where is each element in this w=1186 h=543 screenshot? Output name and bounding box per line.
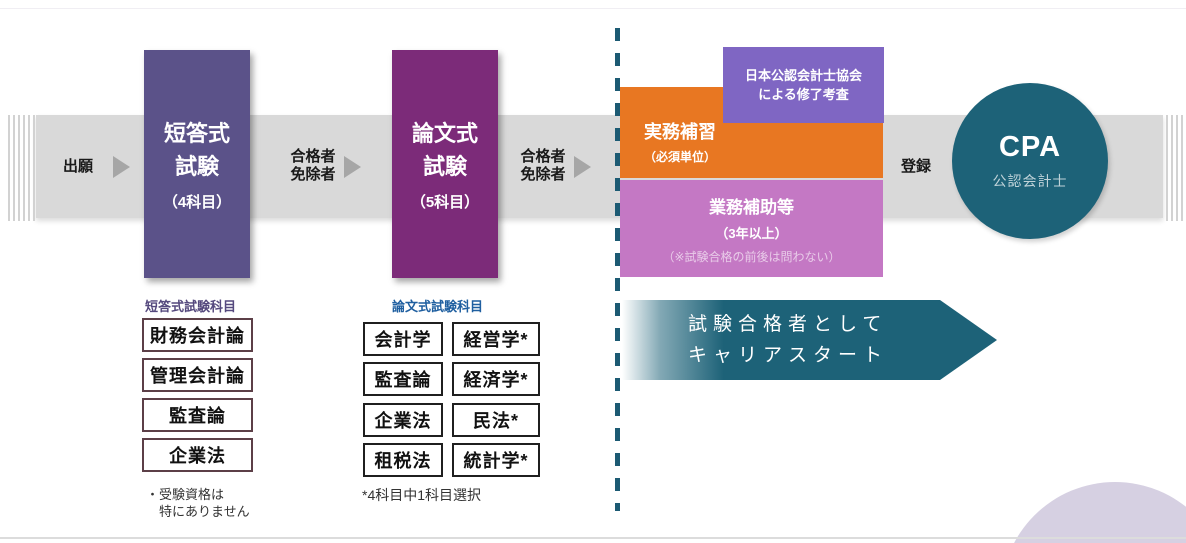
subject-box: 租税法 xyxy=(363,443,443,477)
apply-label: 出願 xyxy=(62,158,93,175)
band-edge-stripe xyxy=(23,115,25,221)
jicpa-review-box: 日本公認会計士協会 による修了考査 xyxy=(723,47,884,123)
pass2-line2: 免除者 xyxy=(520,166,566,183)
subject-box: 統計学* xyxy=(452,443,540,477)
cpa-title: CPA xyxy=(998,131,1062,163)
pass-boundary-dashed-line xyxy=(615,28,620,511)
career-banner-arrow-icon xyxy=(940,300,997,380)
cpa-subtitle: 公認会計士 xyxy=(992,173,1068,189)
subject-box: 監査論 xyxy=(142,398,253,432)
decorative-circle xyxy=(1001,482,1186,543)
subject-box: 企業法 xyxy=(142,438,253,472)
band-edge-stripe xyxy=(18,115,20,221)
band-edge-stripe xyxy=(1181,115,1183,221)
stage-tantou-title-line1: 短答式 xyxy=(163,120,230,146)
pass1-line2: 免除者 xyxy=(290,166,336,183)
jicpa-review-line2: による修了考査 xyxy=(758,87,849,102)
stage-tantou-title-line2: 試験 xyxy=(174,153,219,179)
work-assist-box: 業務補助等 （3年以上） （※試験合格の前後は問わない） xyxy=(620,180,883,277)
bottom-divider xyxy=(0,537,1186,539)
band-edge-stripe xyxy=(1176,115,1178,221)
eligibility-note-line2: 特にありません xyxy=(159,504,250,519)
pass2-label: 合格者 免除者 xyxy=(513,148,573,184)
band-edge-stripe xyxy=(1166,115,1168,221)
band-edge-stripe xyxy=(33,115,35,221)
subject-box: 財務会計論 xyxy=(142,318,253,352)
ronbun-subjects-heading: 論文式試験科目 xyxy=(392,299,484,314)
tantou-subjects-heading: 短答式試験科目 xyxy=(145,299,237,314)
flow-arrow-icon xyxy=(113,156,130,178)
stage-tantou-subtitle: （4科目） xyxy=(162,193,232,211)
elective-note: *4科目中1科目選択 xyxy=(362,487,482,503)
top-divider xyxy=(0,8,1186,9)
work-assist-note: （※試験合格の前後は問わない） xyxy=(662,249,841,264)
career-banner-line2: キャリアスタート xyxy=(688,345,889,366)
subject-box: 経済学* xyxy=(452,362,540,396)
band-edge-stripe xyxy=(1171,115,1173,221)
pass1-label: 合格者 免除者 xyxy=(283,148,343,184)
band-edge-stripe xyxy=(8,115,10,221)
stage-ronbun-subtitle: （5科目） xyxy=(410,193,480,211)
stage-tantou-box: 短答式 試験 （4科目） xyxy=(144,50,250,278)
work-assist-subtitle: （3年以上） xyxy=(715,225,788,241)
stage-ronbun-title-line2: 試験 xyxy=(422,153,467,179)
subject-box: 企業法 xyxy=(363,403,443,437)
subject-box: 経営学* xyxy=(452,322,540,356)
subject-box: 会計学 xyxy=(363,322,443,356)
subject-box: 民法* xyxy=(452,403,540,437)
flow-arrow-icon xyxy=(344,156,361,178)
jicpa-review-line1: 日本公認会計士協会 xyxy=(744,68,862,83)
work-assist-title: 業務補助等 xyxy=(709,197,794,217)
training-subtitle: （必須単位） xyxy=(644,150,717,164)
career-start-banner: 試験合格者として キャリアスタート xyxy=(622,300,940,380)
pass2-line1: 合格者 xyxy=(520,148,566,165)
register-label: 登録 xyxy=(900,158,931,175)
flow-arrow-icon xyxy=(574,156,591,178)
subject-box: 管理会計論 xyxy=(142,358,253,392)
stage-ronbun-box: 論文式 試験 （5科目） xyxy=(392,50,498,278)
training-title: 実務補習 xyxy=(644,122,716,142)
band-edge-stripe xyxy=(13,115,15,221)
stage-ronbun-title-line1: 論文式 xyxy=(411,120,478,146)
eligibility-note-line1: ・受験資格は xyxy=(146,487,225,502)
subject-box: 監査論 xyxy=(363,362,443,396)
career-banner-line1: 試験合格者として xyxy=(688,314,888,335)
pass1-line1: 合格者 xyxy=(290,148,336,165)
eligibility-note: ・受験資格は 特にありません xyxy=(146,486,250,520)
band-edge-stripe xyxy=(28,115,30,221)
cpa-goal-circle: CPA 公認会計士 xyxy=(952,83,1108,239)
